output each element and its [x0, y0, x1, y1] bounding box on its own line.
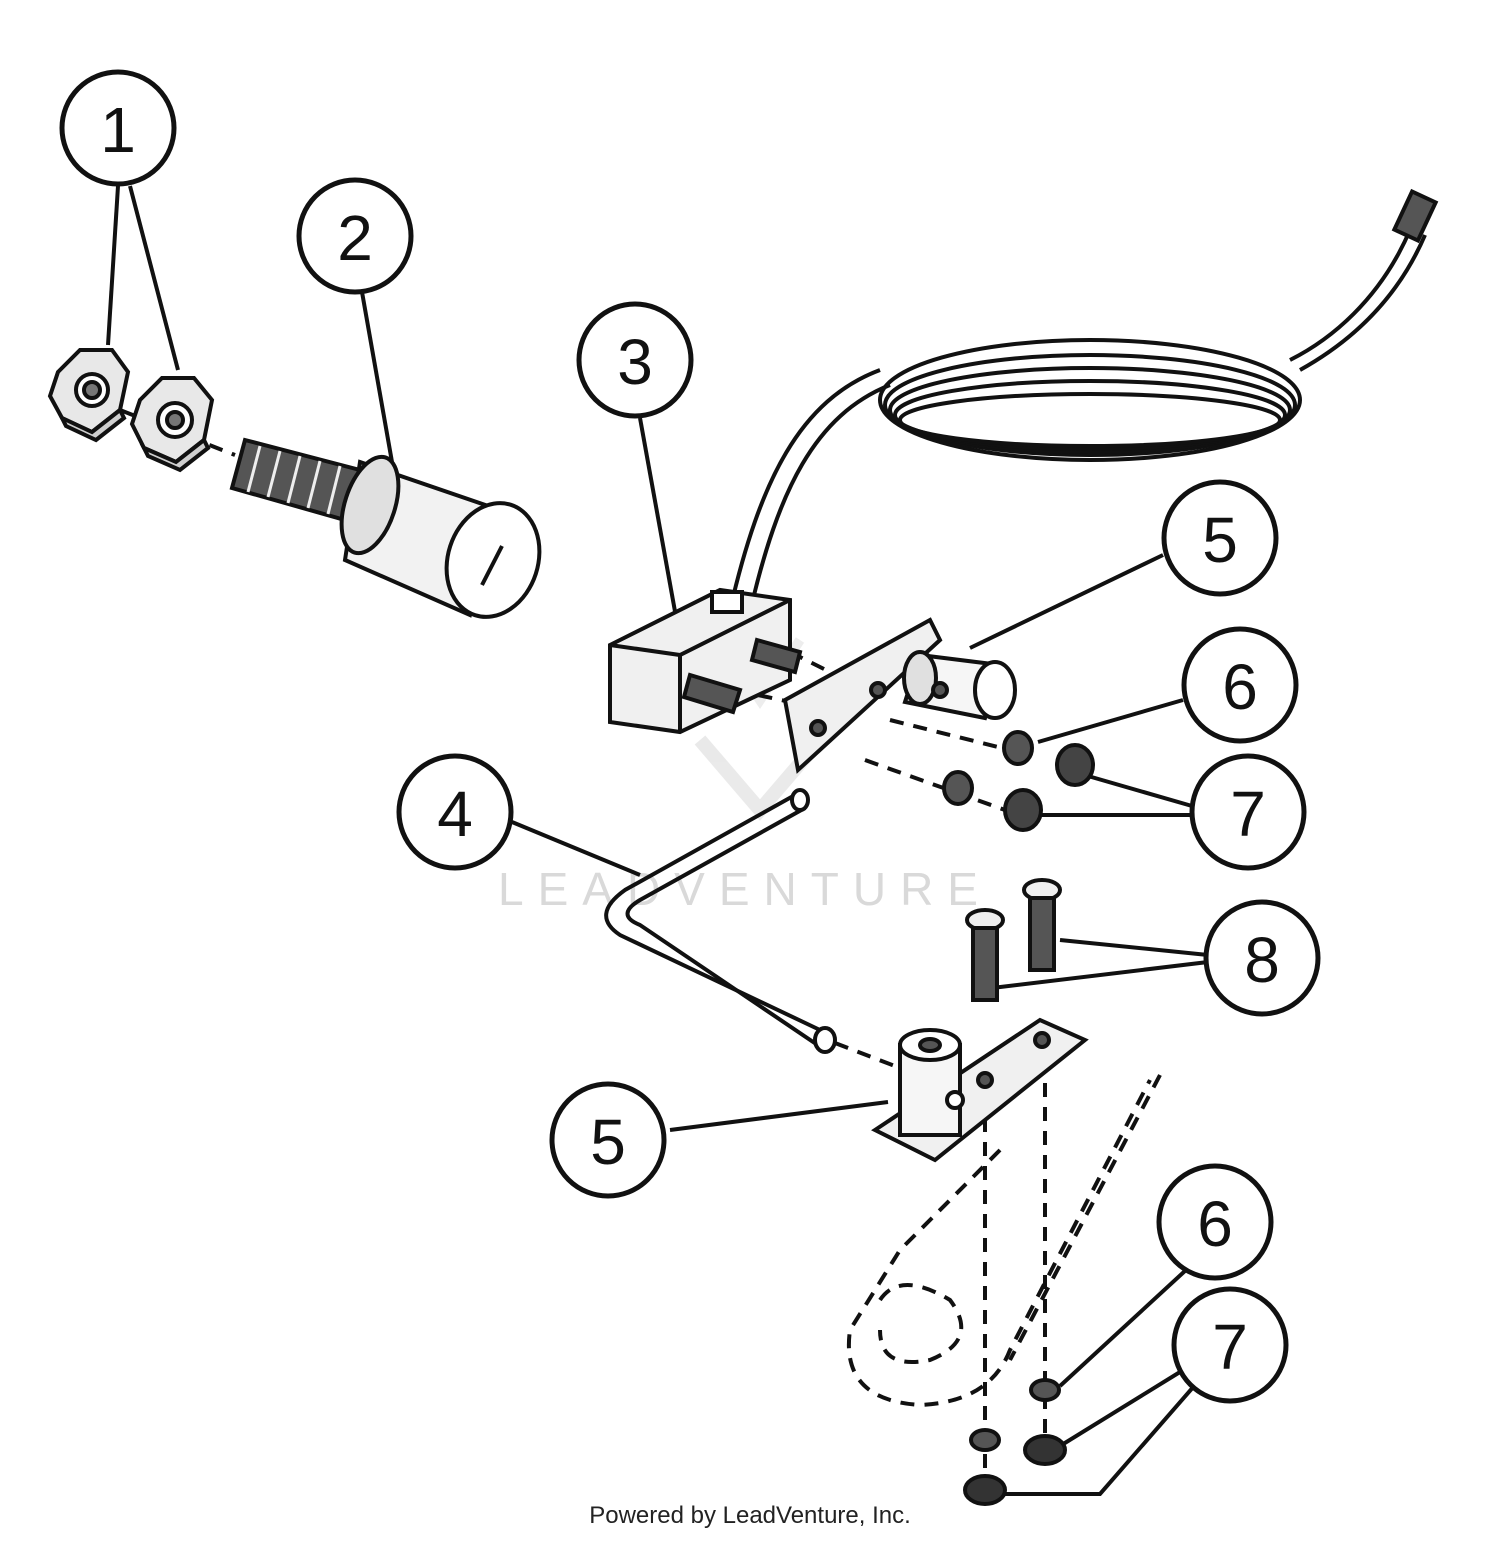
bent-rod-part-4 [604, 788, 837, 1054]
washer-part-6-lower [969, 1378, 1061, 1452]
leader-lines [106, 185, 1209, 1496]
callout-number: 2 [337, 202, 373, 274]
callout-2: 2 [296, 177, 414, 295]
callout-6-upper: 6 [1181, 626, 1299, 744]
callout-8: 8 [1203, 899, 1321, 1017]
watermark-text: LEADVENTURE [498, 863, 992, 915]
threaded-cylinder-part-2 [229, 437, 542, 619]
callout-5-upper: 5 [1161, 479, 1279, 597]
bolt-part-8 [965, 878, 1062, 1002]
callout-4: 4 [396, 753, 514, 871]
callout-number: 4 [437, 778, 473, 850]
callout-3: 3 [576, 301, 694, 419]
capillary-coil [728, 188, 1439, 613]
callout-7-lower: 7 [1171, 1286, 1289, 1404]
callout-number: 6 [1197, 1188, 1233, 1260]
callout-number: 7 [1230, 778, 1266, 850]
callout-1: 1 [59, 69, 177, 187]
callout-number: 6 [1222, 651, 1258, 723]
switch-block-part-3 [608, 587, 803, 735]
washer-part-6-upper [942, 730, 1034, 806]
callout-6-lower: 6 [1156, 1163, 1274, 1281]
callout-5-lower: 5 [549, 1081, 667, 1199]
callout-number: 5 [1202, 504, 1238, 576]
bracket-collar-part-5-upper [782, 617, 1017, 774]
callout-number: 3 [617, 326, 653, 398]
nut-part-7-upper [1003, 743, 1095, 832]
nut-part-7-lower [963, 1434, 1067, 1506]
credit-line: Powered by LeadVenture, Inc. [589, 1502, 911, 1529]
callout-number: 1 [100, 94, 136, 166]
callout-7-upper: 7 [1189, 753, 1307, 871]
callout-number: 7 [1212, 1311, 1248, 1383]
callout-number: 8 [1244, 924, 1280, 996]
hex-nut-part-1 [47, 348, 131, 443]
hex-nut-part-1 [129, 376, 215, 473]
assembly-lines [119, 408, 1162, 1500]
callout-number: 5 [590, 1106, 626, 1178]
bracket-collar-part-5-lower [871, 1017, 1089, 1163]
